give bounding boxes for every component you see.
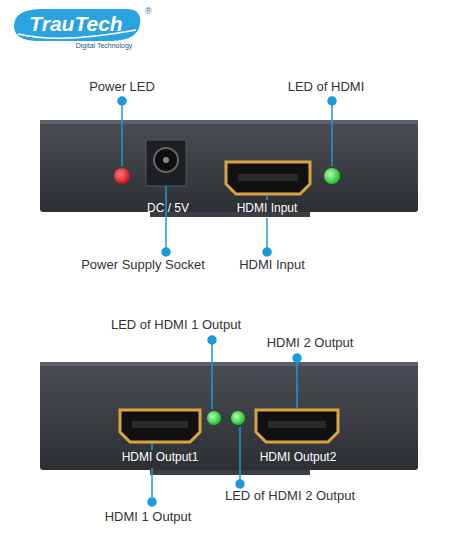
port-tongue: [132, 421, 188, 428]
hdmi-input-port: [226, 162, 310, 194]
leader-line: [266, 218, 268, 252]
leader-line: [211, 340, 213, 409]
leader-line: [296, 358, 298, 408]
logo-tagline: Digital Technology: [76, 42, 133, 50]
power-socket: [146, 140, 186, 186]
leader-line: [121, 101, 123, 166]
splitter-input-side: [40, 120, 418, 217]
splitter-output-side: [40, 362, 418, 475]
callout-label: LED of HDMI: [288, 80, 365, 95]
leader-line: [151, 444, 153, 450]
logo: [14, 9, 140, 41]
panel-print: HDMI Output2: [260, 451, 337, 465]
leader-dot: [162, 248, 170, 256]
port-tongue: [268, 421, 326, 428]
hdmi-2-led: [231, 411, 245, 425]
device-edge: [40, 120, 418, 124]
callout-label: Power Supply Socket: [81, 258, 205, 273]
socket-pin: [163, 157, 169, 163]
hdmi-output-1-port: [120, 410, 200, 442]
leader-line: [239, 427, 241, 484]
device-edge: [40, 362, 418, 366]
power-led: [114, 168, 130, 184]
leader-line: [165, 186, 167, 252]
panel-print: HDMI Input: [237, 202, 298, 216]
leader-line: [266, 196, 268, 200]
callout-label: Power LED: [89, 80, 155, 95]
leader-dot: [328, 97, 336, 105]
hdmi-1-led: [207, 411, 221, 425]
callout-label: HDMI Input: [239, 258, 305, 273]
leader-dot: [236, 480, 244, 488]
hdmi-led: [324, 168, 340, 184]
leader-dot: [293, 354, 301, 362]
trademark: ®: [145, 6, 152, 16]
panel-print: DC / 5V: [147, 202, 189, 216]
callout-label: LED of HDMI 1 Output: [111, 318, 241, 333]
hdmi-output-2-port: [256, 410, 338, 442]
callout-label: LED of HDMI 2 Output: [225, 489, 355, 504]
device-body: [40, 120, 418, 212]
leader-line: [151, 468, 153, 502]
leader-dot: [208, 336, 216, 344]
leader-line: [331, 101, 333, 166]
device-body: [40, 362, 418, 470]
leader-dot: [148, 498, 156, 506]
callout-label: HDMI 2 Output: [267, 336, 354, 351]
callout-label: HDMI 1 Output: [105, 510, 192, 525]
leader-dot: [118, 97, 126, 105]
port-tongue: [238, 174, 298, 181]
logo-badge: [14, 9, 140, 41]
leader-lines: [118, 97, 336, 506]
logo-text: TrauTech: [29, 12, 122, 36]
panel-print: HDMI Output1: [122, 451, 199, 465]
device-foot: [150, 470, 310, 475]
leader-dot: [263, 248, 271, 256]
socket-hole: [154, 148, 178, 172]
